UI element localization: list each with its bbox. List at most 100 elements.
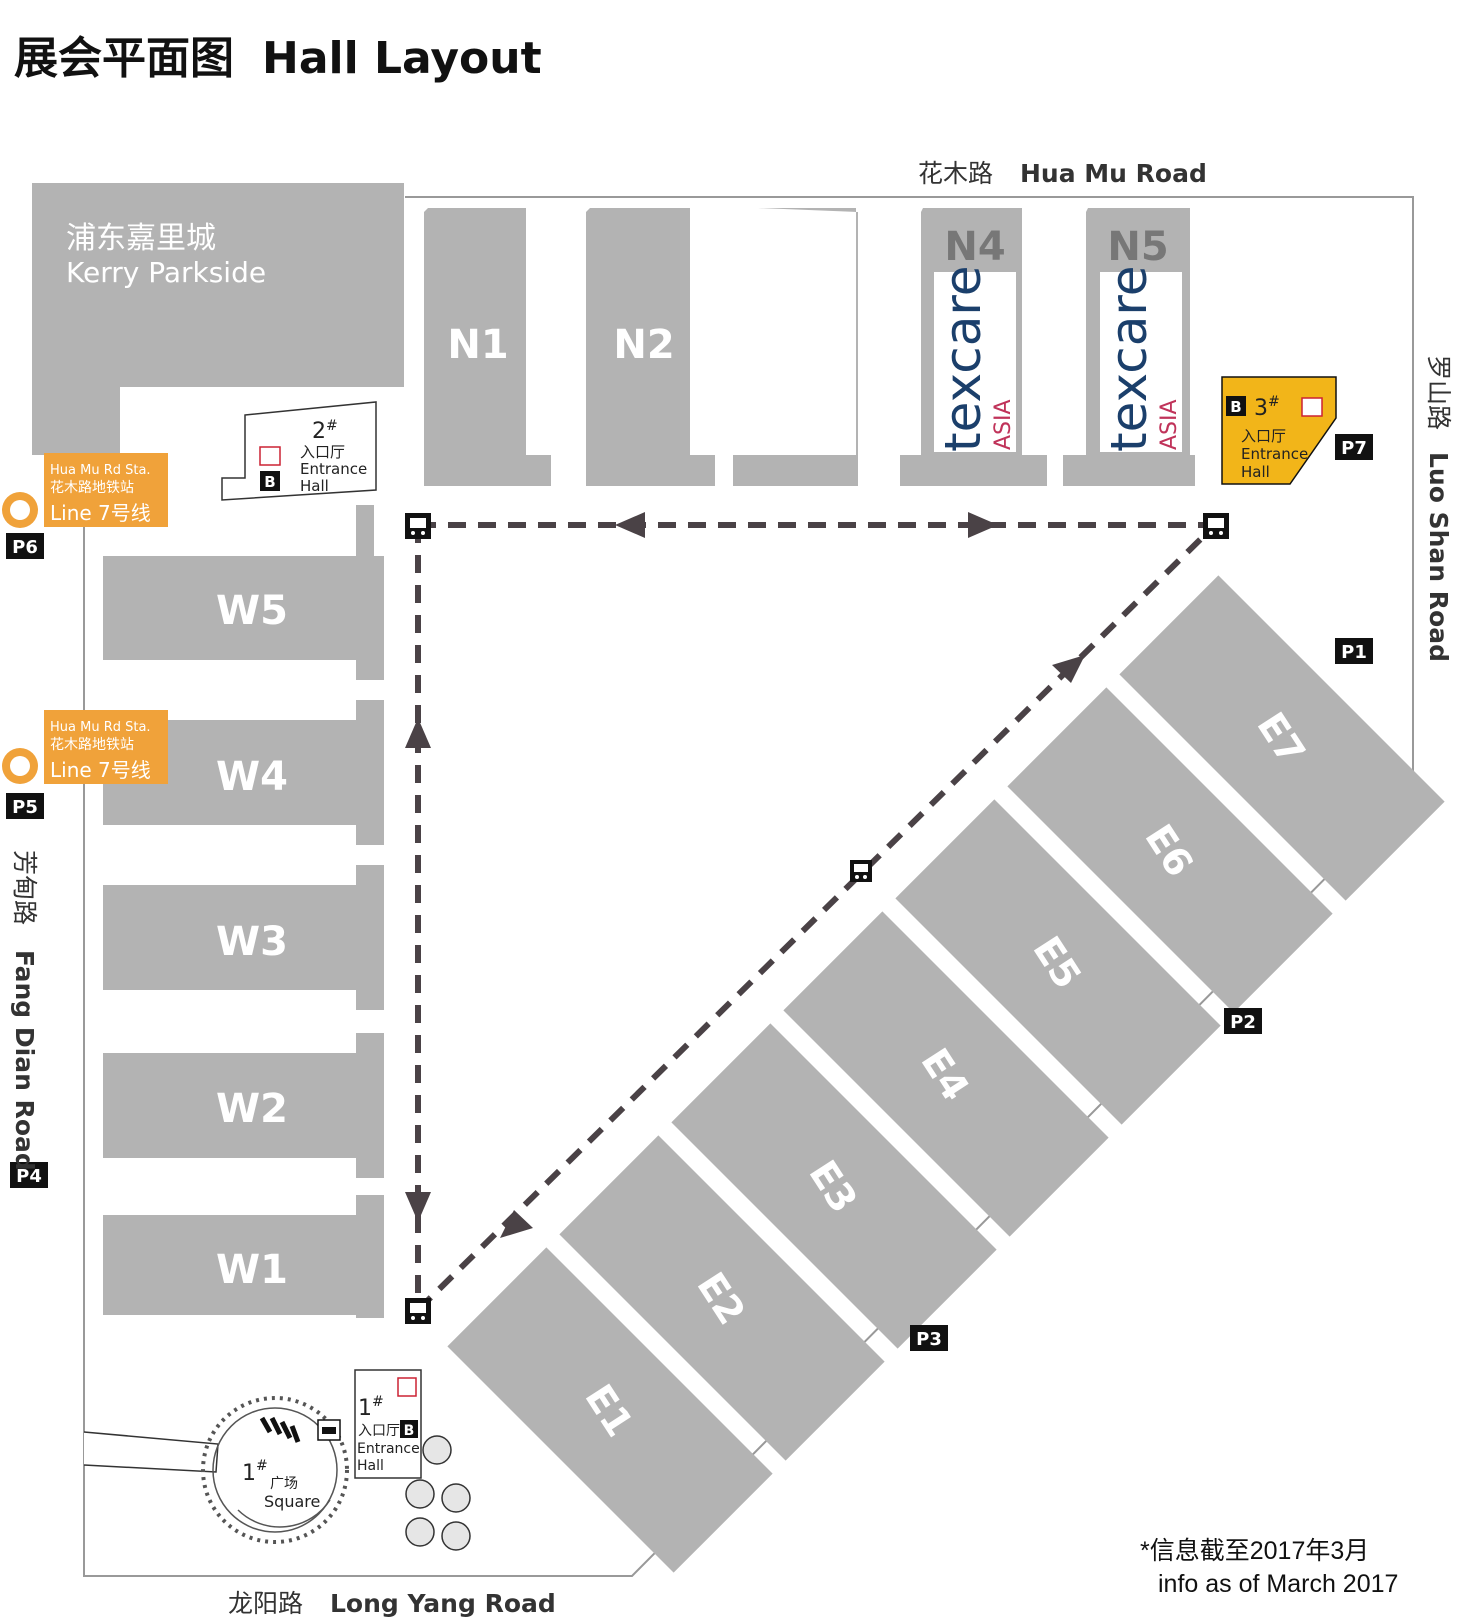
note-en: info as of March 2017 xyxy=(1158,1570,1399,1598)
hall-w5[interactable] xyxy=(103,505,384,680)
square-1: 1 # 广场 Square xyxy=(83,1396,349,1544)
hall-label-n5: N5 xyxy=(1107,224,1168,270)
walkway xyxy=(83,1431,219,1473)
road-west-en: Fang Dian Road xyxy=(10,950,39,1171)
metro-upper-l2: 花木路地铁站 xyxy=(50,480,134,496)
parking-p5[interactable]: P5 xyxy=(6,793,44,819)
parking-p6[interactable]: P6 xyxy=(6,533,44,559)
road-south-en: Long Yang Road xyxy=(330,1589,556,1618)
flags-icon xyxy=(259,1416,301,1443)
metro-station-lower[interactable]: Hua Mu Rd Sta. 花木路地铁站 Line 7号线 xyxy=(2,710,168,784)
arrow-down xyxy=(405,1192,431,1222)
parking-label: P1 xyxy=(1341,642,1367,663)
parking-p1[interactable]: P1 xyxy=(1335,638,1373,664)
hall-w3[interactable] xyxy=(103,865,384,1010)
square-en: Square xyxy=(264,1492,320,1511)
texcare-region-n4: ASIA xyxy=(991,399,1016,450)
texcare-region-n5: ASIA xyxy=(1157,399,1182,450)
map-title: 展会平面图 Hall Layout xyxy=(14,22,542,86)
road-east-en: Luo Shan Road xyxy=(1424,452,1453,662)
texcare-banner-n4 xyxy=(934,272,1016,452)
entrance-hall-3[interactable]: B 3 # 入口厅 Entrance Hall xyxy=(1221,376,1337,485)
entrance2-b-icon: B xyxy=(264,473,275,491)
metro-upper-l1: Hua Mu Rd Sta. xyxy=(50,463,151,478)
info-note: *信息截至2017年3月 info as of March 2017 xyxy=(1140,1535,1398,1601)
hall-e2[interactable] xyxy=(559,1135,885,1461)
entrance3-cn: 入口厅 xyxy=(1241,427,1286,445)
entrance3-en2: Hall xyxy=(1241,463,1270,481)
hall-n1[interactable] xyxy=(424,208,551,486)
texcare-brand-n5: texcare xyxy=(1100,265,1158,452)
road-south-cn: 龙阳路 xyxy=(228,1589,303,1618)
hall-label-w1: W1 xyxy=(216,1247,288,1293)
hall-label-n3: N3 xyxy=(779,322,840,368)
shuttle-route xyxy=(415,522,1218,1313)
parking-p4[interactable]: P4 xyxy=(10,1162,48,1188)
metro-station-upper[interactable]: Hua Mu Rd Sta. 花木路地铁站 Line 7号线 xyxy=(2,453,168,528)
metro-lower-l3: Line 7号线 xyxy=(50,758,151,782)
hall-label-w2: W2 xyxy=(216,1086,288,1132)
hall-e6[interactable] xyxy=(1007,687,1333,1013)
road-north-en: Hua Mu Road xyxy=(1020,159,1207,188)
trees xyxy=(405,1435,471,1551)
road-north-cn: 花木路 xyxy=(918,159,993,188)
entrance3-num: 3 xyxy=(1254,396,1268,421)
tree-icon xyxy=(441,1521,471,1551)
hall-w4[interactable] xyxy=(103,700,384,845)
restroom-icon xyxy=(259,446,281,466)
entrance2-en2: Hall xyxy=(300,477,329,495)
hall-label-n1: N1 xyxy=(447,322,508,368)
tree-icon xyxy=(405,1517,435,1547)
arrow-up xyxy=(405,718,431,748)
restroom-icon xyxy=(1301,397,1323,417)
entrance2-sup: # xyxy=(326,418,338,434)
entrance3-en1: Entrance xyxy=(1241,445,1308,463)
title-en: Hall Layout xyxy=(262,33,542,84)
arrow-east xyxy=(968,512,998,538)
hall-n3[interactable] xyxy=(733,208,858,486)
hall-e7[interactable] xyxy=(1119,575,1445,901)
route-arrows xyxy=(405,512,1085,1238)
square-sup: # xyxy=(256,1458,268,1474)
entrance1-sup: # xyxy=(372,1394,384,1410)
hall-label-w3: W3 xyxy=(216,919,288,965)
parking-label: P5 xyxy=(12,797,38,818)
kerry-en: Kerry Parkside xyxy=(66,256,266,289)
hall-e4[interactable] xyxy=(783,911,1109,1237)
parking-p2[interactable]: P2 xyxy=(1224,1008,1262,1034)
square-num: 1 xyxy=(242,1461,256,1486)
north-halls: N1 N2 N3 N4 N5 texcare ASIA texcare ASIA xyxy=(424,208,1195,486)
entrance2-cn: 入口厅 xyxy=(300,443,345,461)
east-halls: E1 E2 E3 E4 E5 E6 E7 xyxy=(447,575,1445,1573)
hall-e1[interactable] xyxy=(447,1247,773,1573)
metro-upper-l3: Line 7号线 xyxy=(50,501,151,525)
tree-icon xyxy=(405,1479,435,1509)
hall-e5[interactable] xyxy=(895,799,1221,1125)
hall-n2[interactable] xyxy=(586,208,715,486)
texcare-banner-n5 xyxy=(1100,272,1182,452)
metro-lower-l1: Hua Mu Rd Sta. xyxy=(50,720,151,735)
entrance1-b-icon: B xyxy=(404,1423,415,1439)
entrance-hall-2[interactable]: 2 # 入口厅 Entrance Hall B xyxy=(221,401,377,501)
texcare-brand-n4: texcare xyxy=(934,265,992,452)
arrow-ne xyxy=(1052,655,1085,683)
hall-w2[interactable] xyxy=(103,1033,384,1178)
parking-p3[interactable]: P3 xyxy=(910,1325,948,1351)
entrance1-en2: Hall xyxy=(357,1458,384,1474)
kerry-cn: 浦东嘉里城 xyxy=(66,221,216,256)
road-west-cn: 芳甸路 xyxy=(10,850,39,925)
parking-label: P6 xyxy=(12,537,38,558)
hall-label-n2: N2 xyxy=(613,322,674,368)
square-cn: 广场 xyxy=(270,1476,298,1492)
hall-label-w4: W4 xyxy=(216,754,288,800)
entrance3-sup: # xyxy=(1268,394,1280,410)
hall-w1[interactable] xyxy=(103,1195,384,1318)
hall-e3[interactable] xyxy=(671,1023,997,1349)
entrance2-en1: Entrance xyxy=(300,460,367,478)
note-cn: *信息截至2017年3月 xyxy=(1140,1537,1370,1565)
west-halls: W5 W4 W3 W2 W1 xyxy=(103,505,384,1318)
parking-p7[interactable]: P7 xyxy=(1335,434,1373,460)
arrow-west xyxy=(615,512,645,538)
title-cn: 展会平面图 xyxy=(14,33,234,84)
entrance-hall-1[interactable]: 1 # 入口厅 B Entrance Hall xyxy=(354,1369,422,1479)
